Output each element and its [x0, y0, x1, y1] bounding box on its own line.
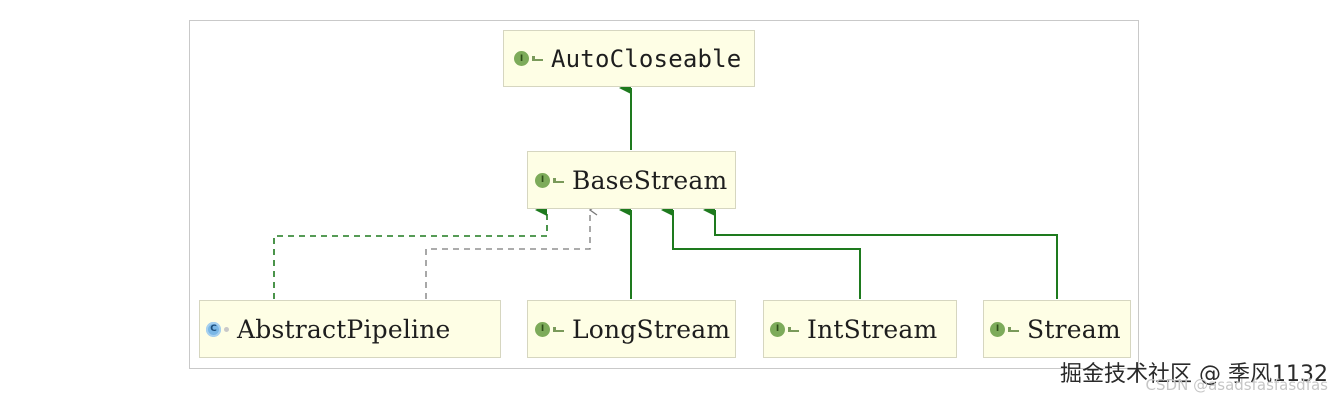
node-intstream[interactable]: I IntStream	[763, 300, 957, 358]
node-label: Stream	[1027, 314, 1121, 344]
watermark-main: 掘金技术社区 @ 季风1132	[1060, 362, 1328, 387]
node-stream[interactable]: I Stream	[983, 300, 1131, 358]
edge-abstractpipeline-basestream-dependency	[425, 210, 590, 299]
node-label: AbstractPipeline	[237, 314, 451, 344]
watermark-sub: CSDN @asadsfasfasdfas	[1145, 376, 1328, 394]
class-icon: C	[206, 321, 229, 337]
node-abstractpipeline[interactable]: C AbstractPipeline	[199, 300, 501, 358]
node-autocloseable[interactable]: I AutoCloseable	[503, 30, 755, 87]
edge-abstractpipeline-basestream-implements	[273, 204, 548, 299]
edge-intstream-basestream	[661, 204, 861, 299]
node-label: LongStream	[572, 314, 731, 344]
interface-icon: I	[770, 321, 799, 337]
edge-stream-basestream	[703, 204, 1058, 299]
interface-icon: I	[535, 321, 564, 337]
node-longstream[interactable]: I LongStream	[527, 300, 736, 358]
interface-icon: I	[514, 51, 543, 66]
node-basestream[interactable]: I BaseStream	[527, 151, 736, 209]
node-label: IntStream	[807, 314, 938, 344]
node-label: BaseStream	[572, 165, 728, 195]
node-label: AutoCloseable	[551, 44, 742, 73]
interface-icon: I	[990, 321, 1019, 337]
interface-icon: I	[535, 172, 564, 188]
